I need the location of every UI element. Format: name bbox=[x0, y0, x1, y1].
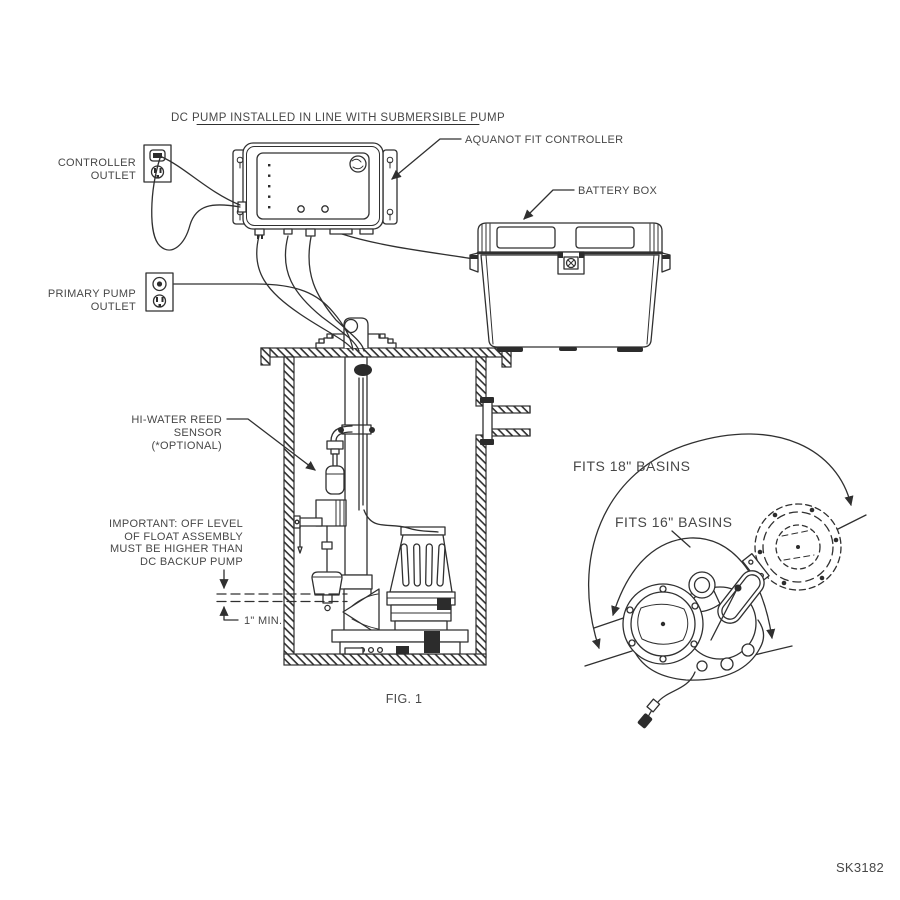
hi-water-leader bbox=[226, 418, 316, 471]
battery-box-label: BATTERY BOX bbox=[578, 185, 657, 197]
pump-top-view-16 bbox=[622, 570, 765, 729]
drawing-number: SK3182 bbox=[836, 860, 884, 875]
wiring bbox=[173, 233, 475, 533]
primary-pump-outlet-label-1: PRIMARY PUMP bbox=[48, 288, 136, 300]
controller-outlet-label-2: OUTLET bbox=[91, 170, 136, 182]
battery-lid bbox=[477, 222, 663, 253]
led-indicator-icons bbox=[268, 164, 271, 209]
important-note-1: IMPORTANT: OFF LEVEL bbox=[109, 518, 243, 530]
pipe-cap bbox=[343, 318, 359, 334]
latch-screw-icon bbox=[565, 257, 577, 269]
pump-cable bbox=[647, 671, 696, 718]
submersible-pump bbox=[386, 526, 456, 633]
pump-base bbox=[331, 629, 469, 655]
fits-16-basins-label: FITS 16" BASINS bbox=[615, 514, 733, 530]
battery-cable bbox=[341, 233, 475, 260]
brand-logo-icon bbox=[349, 155, 367, 173]
dc-backup-pump bbox=[342, 588, 380, 636]
aquanot-fit-controller bbox=[232, 142, 398, 239]
primary-pump-outlet-label-2: OUTLET bbox=[91, 301, 136, 313]
aquanot-controller-label: AQUANOT FIT CONTROLLER bbox=[465, 134, 623, 146]
battery-body bbox=[480, 254, 660, 348]
pump-power-cord bbox=[363, 509, 439, 533]
inlet-pipe bbox=[480, 397, 531, 445]
basin-right-wall-upper bbox=[475, 356, 487, 407]
basin-left-wall bbox=[283, 356, 295, 658]
important-note-4: DC BACKUP PUMP bbox=[140, 556, 243, 568]
controller-button-icon bbox=[321, 205, 329, 213]
primary-pump-outlet bbox=[145, 272, 174, 312]
fits-18-basins-label: FITS 18" BASINS bbox=[573, 458, 691, 474]
important-note-2: OF FLOAT ASSEMBLY bbox=[124, 531, 243, 543]
controller-faceplate bbox=[256, 152, 370, 220]
float-assembly bbox=[293, 499, 347, 612]
min-clearance-label: 1" MIN. bbox=[244, 615, 282, 627]
controller-cord-loop bbox=[151, 157, 241, 251]
hi-water-label-2: SENSOR bbox=[174, 427, 222, 439]
fits-18-arc bbox=[587, 433, 854, 650]
pump-handle bbox=[717, 570, 765, 624]
controller-wire-1 bbox=[256, 235, 354, 351]
figure-label: FIG. 1 bbox=[386, 692, 423, 706]
text-annotations: DC PUMP INSTALLED IN LINE WITH SUBMERSIB… bbox=[48, 112, 884, 875]
battery-latch bbox=[557, 251, 585, 275]
diagram-title: DC PUMP INSTALLED IN LINE WITH SUBMERSIB… bbox=[171, 112, 505, 124]
controller-wire-3 bbox=[308, 236, 365, 352]
basin-lid bbox=[260, 347, 512, 358]
pipe-below-lid bbox=[344, 356, 368, 576]
controller-housing bbox=[242, 142, 384, 230]
float bbox=[311, 571, 343, 596]
hi-water-reed-sensor-device bbox=[325, 425, 353, 495]
primary-pump-cord bbox=[173, 283, 354, 351]
hi-water-label-1: HI-WATER REED bbox=[131, 414, 222, 426]
hi-water-label-3: (*OPTIONAL) bbox=[151, 440, 222, 452]
controller-outlet-label-1: CONTROLLER bbox=[58, 157, 136, 169]
aquanot-leader bbox=[391, 138, 462, 180]
controller-wire-2 bbox=[284, 235, 360, 352]
important-note-3: MUST BE HIGHER THAN bbox=[110, 543, 243, 555]
basin-floor bbox=[283, 653, 487, 666]
controller-outlet bbox=[143, 144, 241, 251]
battery-box bbox=[469, 222, 671, 352]
battery-leader bbox=[523, 189, 575, 220]
arc-tick-lines bbox=[584, 514, 867, 667]
pump-spout bbox=[688, 571, 716, 599]
controller-cord-a bbox=[161, 156, 241, 206]
basin-fit-illustration bbox=[584, 433, 867, 729]
pipe-union bbox=[339, 574, 373, 590]
cable-plug-icon bbox=[637, 713, 653, 729]
basin-right-wall-lower bbox=[475, 434, 487, 658]
dimension-arrow-up bbox=[219, 605, 239, 621]
off-level-dimension bbox=[216, 569, 348, 621]
controller-button-icon bbox=[297, 205, 305, 213]
